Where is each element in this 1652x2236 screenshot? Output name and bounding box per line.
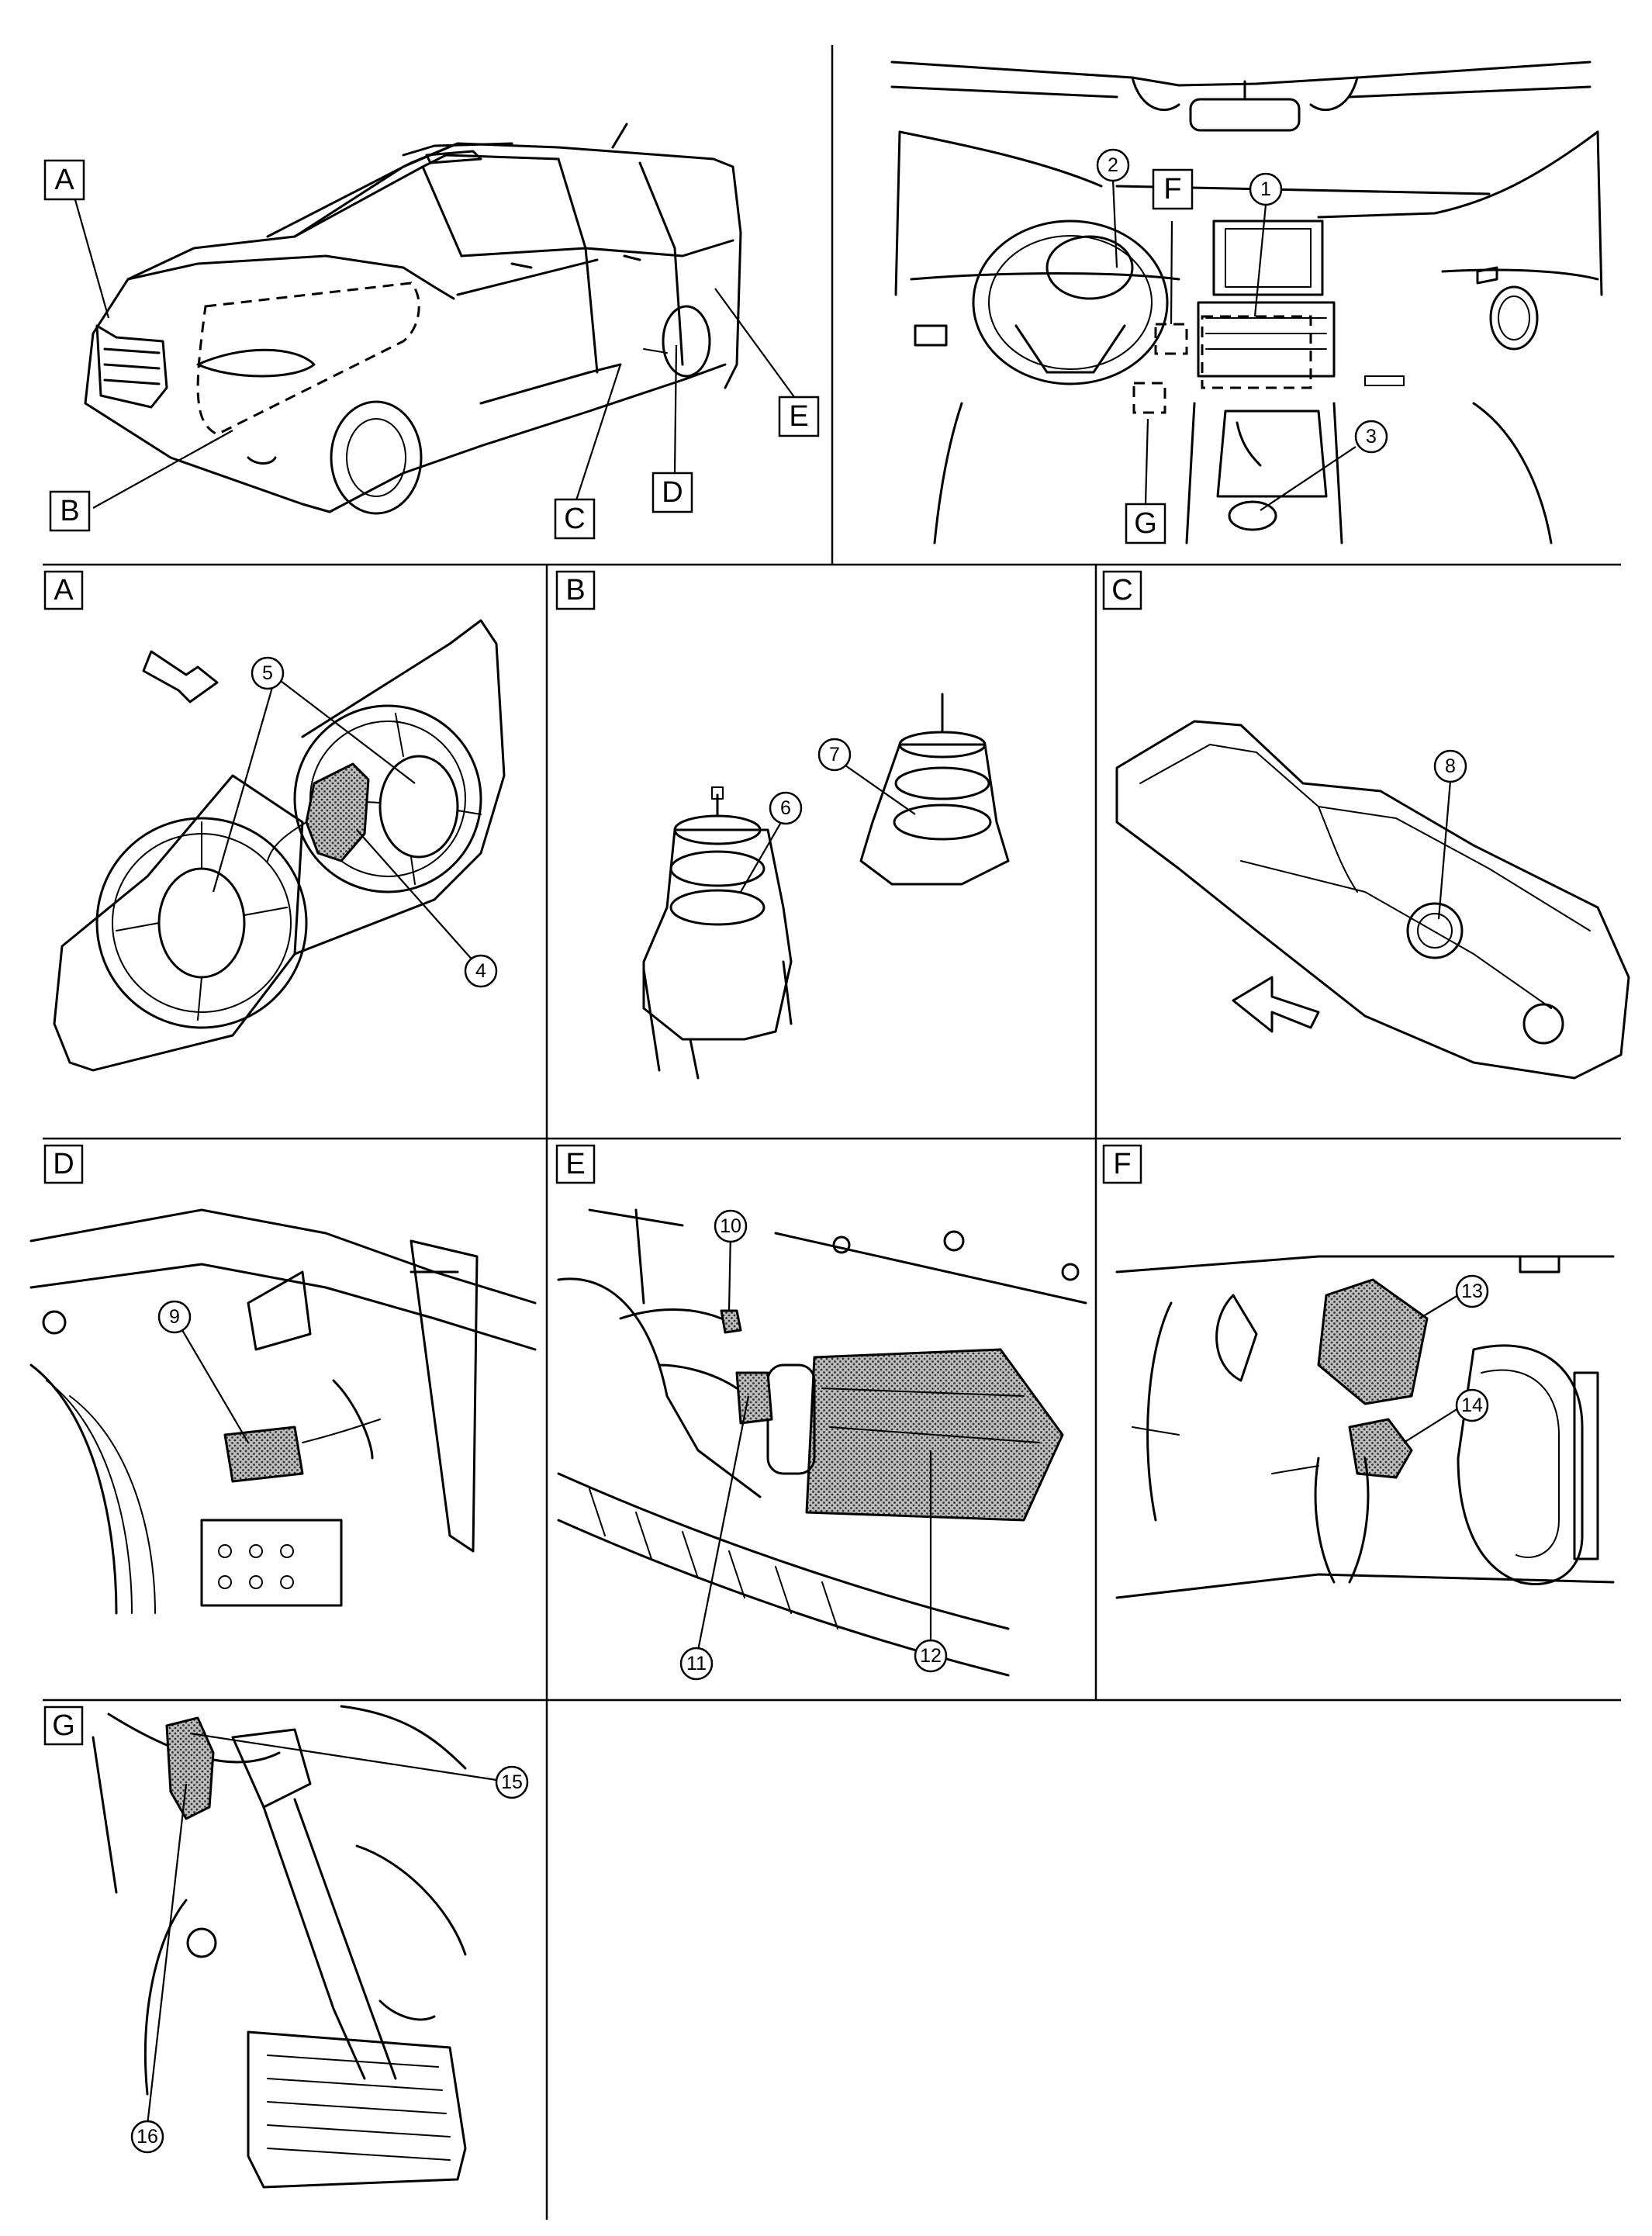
- svg-text:F: F: [1163, 173, 1181, 206]
- panel-e-rear-wheel-area: [557, 1208, 1087, 1677]
- overview-leaders: [70, 185, 800, 509]
- svg-text:14: 14: [1461, 1394, 1483, 1416]
- panel-d-rear-body: [29, 1208, 537, 1615]
- panel-a-label: A: [43, 570, 84, 610]
- panel-dividers: [43, 45, 1621, 2220]
- dashboard-interior-overview: [890, 60, 1603, 544]
- callout-6: 6: [769, 791, 803, 825]
- svg-text:11: 11: [686, 1653, 707, 1674]
- vehicle-exterior-overview: [84, 123, 742, 515]
- svg-text:F: F: [1113, 1148, 1131, 1180]
- callout-4: 4: [464, 954, 498, 988]
- svg-text:C: C: [564, 503, 585, 535]
- svg-text:A: A: [54, 164, 74, 196]
- svg-text:B: B: [565, 574, 585, 607]
- svg-text:E: E: [565, 1148, 585, 1180]
- svg-text:6: 6: [780, 797, 791, 819]
- overview-label-a: A: [43, 159, 85, 201]
- panel-f-label: F: [1102, 1144, 1142, 1184]
- panel-c-label: C: [1102, 570, 1142, 610]
- overview-label-e: E: [778, 396, 820, 437]
- svg-text:10: 10: [720, 1215, 741, 1237]
- callout-10: 10: [714, 1209, 748, 1243]
- callout-1: 1: [1249, 172, 1283, 206]
- callout-13: 13: [1455, 1274, 1489, 1308]
- svg-text:8: 8: [1445, 755, 1456, 777]
- location-g-box: [1132, 382, 1166, 414]
- svg-text:E: E: [789, 400, 808, 433]
- svg-text:2: 2: [1108, 154, 1118, 176]
- svg-text:13: 13: [1461, 1280, 1483, 1302]
- svg-text:A: A: [54, 574, 74, 607]
- dashboard-label-g: G: [1125, 503, 1166, 544]
- dashboard-label-f: F: [1152, 168, 1194, 210]
- svg-text:G: G: [1134, 507, 1157, 540]
- svg-text:12: 12: [920, 1645, 942, 1667]
- svg-text:B: B: [60, 495, 79, 527]
- panel-g-label: G: [43, 1706, 84, 1746]
- panel-e-label: E: [555, 1144, 596, 1184]
- overview-label-c: C: [554, 498, 596, 540]
- svg-text:9: 9: [169, 1306, 180, 1328]
- svg-text:D: D: [53, 1148, 74, 1180]
- svg-text:D: D: [662, 476, 683, 509]
- callout-8: 8: [1433, 749, 1467, 783]
- svg-text:15: 15: [501, 1771, 523, 1793]
- callout-7: 7: [817, 738, 852, 772]
- overview-label-b: B: [49, 490, 91, 532]
- svg-text:4: 4: [475, 960, 486, 982]
- callout-5a: 5: [251, 656, 285, 690]
- panel-f-under-dash: [1115, 1255, 1615, 1599]
- callout-14: 14: [1455, 1388, 1489, 1422]
- dashboard-leaders: [1111, 178, 1357, 511]
- callout-3: 3: [1354, 420, 1388, 454]
- panel-b-engine-mounts: [642, 693, 1010, 1080]
- callout-2: 2: [1096, 148, 1130, 182]
- callout-12: 12: [914, 1639, 948, 1673]
- overview-label-d: D: [651, 472, 693, 513]
- callout-9: 9: [157, 1300, 192, 1334]
- panel-c-fuel-tank: [1115, 720, 1630, 1080]
- svg-text:5: 5: [262, 662, 273, 684]
- svg-text:C: C: [1111, 574, 1132, 607]
- panel-b-label: B: [555, 570, 596, 610]
- svg-text:7: 7: [829, 744, 840, 765]
- panel-a-cooling-fan: [53, 619, 506, 1072]
- svg-text:G: G: [52, 1709, 75, 1742]
- callout-15: 15: [495, 1765, 529, 1799]
- svg-text:3: 3: [1366, 426, 1377, 448]
- svg-text:16: 16: [137, 2126, 158, 2148]
- svg-text:1: 1: [1260, 178, 1271, 200]
- location-f-box: [1154, 323, 1188, 355]
- callout-11: 11: [679, 1647, 714, 1681]
- panel-d-label: D: [43, 1144, 84, 1184]
- callout-16: 16: [130, 2120, 164, 2154]
- panel-g-pedal-area: [92, 1705, 497, 2189]
